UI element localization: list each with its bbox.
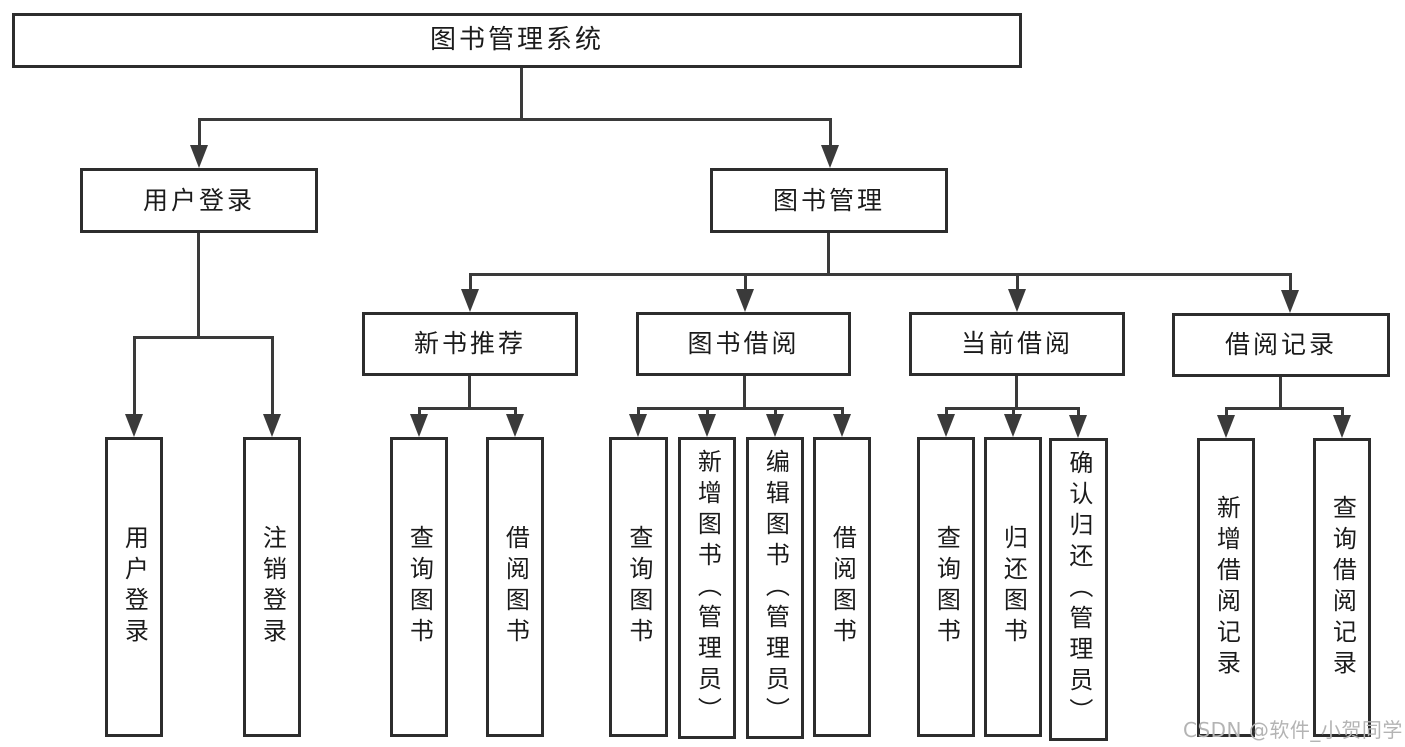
leaf-add-book-admin: 新增图书（管理员） xyxy=(678,437,736,739)
leaf-label: 新增图书（管理员） xyxy=(693,448,722,728)
connector-hline xyxy=(637,407,844,410)
leaf-label: 查询图书 xyxy=(405,525,434,649)
connector-hline xyxy=(133,336,274,339)
arrowhead-down-icon xyxy=(821,145,839,168)
arrowhead-down-icon xyxy=(1333,415,1351,438)
arrowhead-down-icon xyxy=(506,414,524,437)
arrowhead-down-icon xyxy=(629,414,647,437)
leaf-borrow-books-borrow: 借阅图书 xyxy=(813,437,871,737)
node-current-borrow: 当前借阅 xyxy=(909,312,1125,376)
node-label: 用户登录 xyxy=(142,185,255,215)
arrow-stem xyxy=(270,336,274,417)
connector-hline xyxy=(198,118,831,121)
arrowhead-down-icon xyxy=(698,414,716,437)
arrow-stem xyxy=(513,407,517,417)
node-label: 图书管理 xyxy=(772,185,885,215)
leaf-label: 借阅图书 xyxy=(501,525,530,649)
connector-vline xyxy=(1014,376,1018,407)
node-library-system: 图书管理系统 xyxy=(12,13,1022,68)
leaf-label: 查询图书 xyxy=(624,525,653,649)
arrow-stem xyxy=(743,273,747,292)
leaf-query-books-recommend: 查询图书 xyxy=(390,437,448,737)
leaf-label: 编辑图书（管理员） xyxy=(761,448,790,728)
arrowhead-down-icon xyxy=(1008,289,1026,312)
arrow-stem xyxy=(1076,407,1080,418)
arrow-stem xyxy=(1011,407,1015,417)
leaf-return-book: 归还图书 xyxy=(984,437,1042,737)
arrow-stem xyxy=(828,118,832,148)
node-book-management: 图书管理 xyxy=(710,168,948,233)
connector-vline xyxy=(826,233,830,273)
arrow-stem xyxy=(1288,273,1292,293)
node-label: 图书借阅 xyxy=(687,329,800,358)
watermark: CSDN @软件_小贺同学 xyxy=(1183,718,1403,742)
arrow-stem xyxy=(840,407,844,417)
node-label: 图书管理系统 xyxy=(429,24,604,55)
connector-hline xyxy=(1225,407,1344,410)
leaf-logout: 注销登录 xyxy=(243,437,301,737)
leaf-add-borrow-record: 新增借阅记录 xyxy=(1197,438,1255,737)
arrow-stem xyxy=(944,407,948,417)
arrow-stem xyxy=(705,407,709,417)
leaf-label: 确认归还（管理员） xyxy=(1064,450,1093,729)
arrowhead-down-icon xyxy=(410,414,428,437)
arrowhead-down-icon xyxy=(1004,414,1022,437)
arrowhead-down-icon xyxy=(125,414,143,437)
connector-vline xyxy=(467,376,471,407)
leaf-user-login: 用户登录 xyxy=(105,437,163,737)
arrowhead-down-icon xyxy=(937,414,955,437)
arrow-stem xyxy=(773,407,777,417)
node-new-book-recommend: 新书推荐 xyxy=(362,312,578,376)
leaf-query-borrow-record: 查询借阅记录 xyxy=(1313,438,1371,737)
node-book-borrow: 图书借阅 xyxy=(636,312,851,376)
arrowhead-down-icon xyxy=(461,289,479,312)
arrow-stem xyxy=(1224,407,1228,418)
leaf-edit-book-admin: 编辑图书（管理员） xyxy=(746,437,804,739)
arrow-stem xyxy=(468,273,472,292)
connector-vline xyxy=(519,68,523,118)
arrow-stem xyxy=(417,407,421,417)
arrow-stem xyxy=(197,118,201,148)
connector-hline xyxy=(418,407,517,410)
arrowhead-down-icon xyxy=(833,414,851,437)
node-borrow-records: 借阅记录 xyxy=(1172,313,1390,377)
leaf-label: 用户登录 xyxy=(120,525,149,649)
node-label: 当前借阅 xyxy=(960,329,1073,358)
arrowhead-down-icon xyxy=(1217,415,1235,438)
leaf-label: 新增借阅记录 xyxy=(1212,494,1241,681)
arrowhead-down-icon xyxy=(1281,290,1299,313)
arrow-stem xyxy=(132,336,136,417)
arrowhead-down-icon xyxy=(766,414,784,437)
arrowhead-down-icon xyxy=(190,145,208,168)
arrowhead-down-icon xyxy=(263,414,281,437)
leaf-confirm-return-admin: 确认归还（管理员） xyxy=(1049,438,1108,741)
node-label: 新书推荐 xyxy=(413,329,526,358)
node-user-login: 用户登录 xyxy=(80,168,318,233)
leaf-label: 注销登录 xyxy=(258,525,287,649)
arrowhead-down-icon xyxy=(1069,415,1087,438)
leaf-label: 查询图书 xyxy=(932,525,961,649)
leaf-query-books-borrow: 查询图书 xyxy=(609,437,668,737)
arrow-stem xyxy=(1015,273,1019,292)
arrowhead-down-icon xyxy=(736,289,754,312)
connector-vline xyxy=(196,233,200,336)
connector-vline xyxy=(1278,377,1282,407)
leaf-label: 归还图书 xyxy=(999,525,1028,649)
arrow-stem xyxy=(636,407,640,417)
connector-hline xyxy=(469,273,1292,276)
arrow-stem xyxy=(1340,407,1344,418)
node-label: 借阅记录 xyxy=(1224,330,1337,359)
leaf-borrow-books-recommend: 借阅图书 xyxy=(486,437,544,737)
connector-vline xyxy=(742,376,746,407)
leaf-label: 查询借阅记录 xyxy=(1328,494,1357,681)
leaf-query-books-current: 查询图书 xyxy=(917,437,975,737)
leaf-label: 借阅图书 xyxy=(828,525,857,649)
